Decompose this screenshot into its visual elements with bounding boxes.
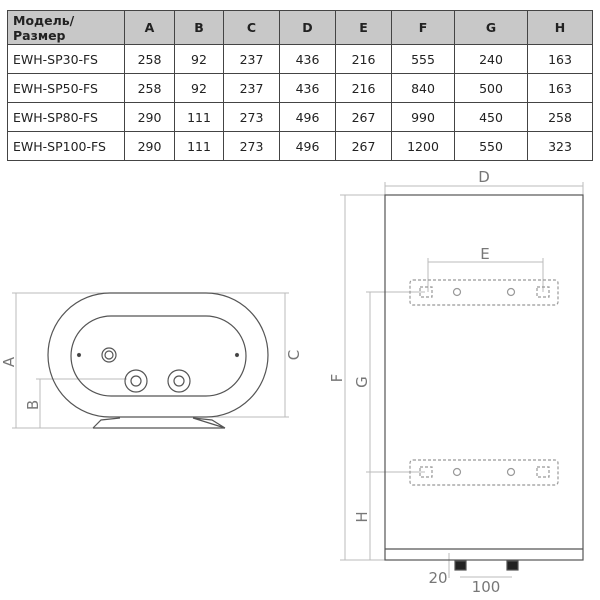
front-view-dimensions bbox=[340, 182, 584, 578]
dimension-cell: 237 bbox=[223, 44, 280, 74]
dimension-cell: 163 bbox=[527, 44, 593, 74]
table-header-row: Модель/Размер A B C D E F G H bbox=[7, 10, 593, 45]
dimension-cell: 436 bbox=[279, 73, 336, 103]
dimension-cell: 323 bbox=[527, 131, 593, 161]
inlet-pipe-icon bbox=[124, 369, 148, 393]
dim-label-a: A bbox=[0, 356, 18, 367]
pipe-spacing-label: 100 bbox=[472, 578, 501, 596]
dim-label-d: D bbox=[478, 168, 490, 186]
dimension-cell: 111 bbox=[174, 102, 224, 132]
dim-label-e: E bbox=[480, 245, 489, 263]
dimension-cell: 267 bbox=[335, 102, 392, 132]
side-view-dimensions bbox=[12, 292, 289, 429]
dim-label-b: B bbox=[24, 400, 42, 410]
dimension-cell: 290 bbox=[124, 131, 175, 161]
dimension-cell: 273 bbox=[223, 131, 280, 161]
header-cell: F bbox=[391, 10, 455, 45]
dimension-cell: 258 bbox=[124, 44, 175, 74]
dimension-cell: 496 bbox=[279, 131, 336, 161]
dimension-cell: 237 bbox=[223, 73, 280, 103]
dimension-cell: 163 bbox=[527, 73, 593, 103]
tank-outline bbox=[47, 292, 269, 418]
header-cell: Модель/Размер bbox=[7, 10, 125, 45]
dimension-cell: 111 bbox=[174, 131, 224, 161]
front-view bbox=[384, 194, 584, 571]
header-cell: A bbox=[124, 10, 175, 45]
mount-foot bbox=[92, 417, 226, 429]
side-view bbox=[47, 292, 269, 429]
header-cell: C bbox=[223, 10, 280, 45]
dim-label-g: G bbox=[353, 376, 371, 388]
dimension-cell: 240 bbox=[454, 44, 528, 74]
dimension-cell: 216 bbox=[335, 73, 392, 103]
dim-label-f: F bbox=[328, 374, 346, 383]
dimension-cell: 550 bbox=[454, 131, 528, 161]
inlet-pipe bbox=[454, 560, 467, 571]
thermostat-knob-icon bbox=[101, 347, 117, 363]
model-cell: EWH-SP100-FS bbox=[7, 131, 125, 161]
model-cell: EWH-SP30-FS bbox=[7, 44, 125, 74]
dim-label-h: H bbox=[353, 511, 371, 522]
dimension-cell: 258 bbox=[527, 102, 593, 132]
outlet-pipe-icon bbox=[167, 369, 191, 393]
dimension-cell: 450 bbox=[454, 102, 528, 132]
upper-bracket bbox=[409, 279, 559, 306]
dimension-cell: 840 bbox=[391, 73, 455, 103]
dimension-cell: 267 bbox=[335, 131, 392, 161]
dimension-cell: 436 bbox=[279, 44, 336, 74]
outlet-pipe bbox=[506, 560, 519, 571]
dimension-cell: 1200 bbox=[391, 131, 455, 161]
dim-label-c: C bbox=[285, 350, 303, 360]
dimension-cell: 92 bbox=[174, 44, 224, 74]
dimension-cell: 500 bbox=[454, 73, 528, 103]
header-cell: D bbox=[279, 10, 336, 45]
dimensions-table: Модель/Размер A B C D E F G H EWH-SP30-F… bbox=[7, 10, 593, 161]
tank-body bbox=[384, 194, 584, 561]
model-cell: EWH-SP80-FS bbox=[7, 102, 125, 132]
lower-bracket bbox=[409, 459, 559, 486]
control-panel bbox=[70, 315, 247, 397]
pipe-offset-label: 20 bbox=[428, 569, 447, 587]
